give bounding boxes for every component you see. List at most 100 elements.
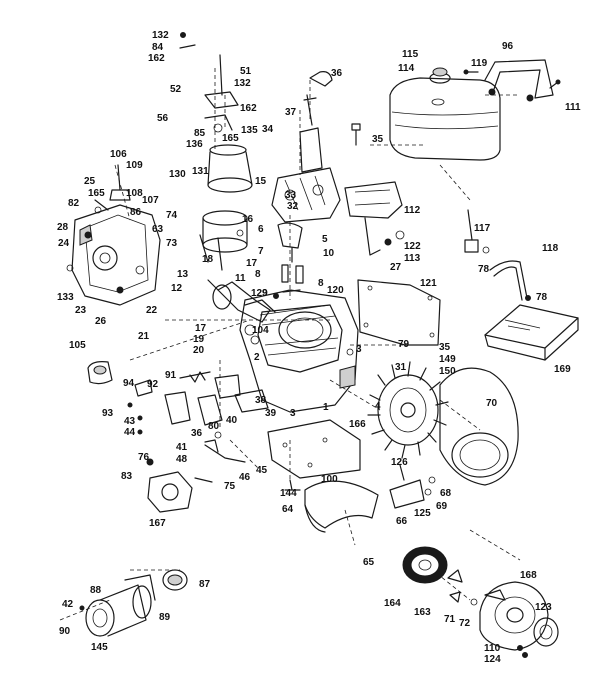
part-number-label: 8	[255, 269, 261, 280]
part-number-label: 112	[404, 205, 421, 216]
part-number-label: 4	[375, 401, 381, 412]
part-number-label: 86	[130, 207, 142, 218]
part-number-label: 9	[262, 288, 268, 299]
part-number-label: 100	[321, 474, 338, 485]
part-number-label: 92	[147, 379, 159, 390]
part-number-label: 52	[170, 84, 182, 95]
part-number-label: 35	[439, 342, 451, 353]
part-number-label: 89	[159, 612, 171, 623]
part-number-label: 38	[255, 395, 267, 406]
part-number-label: 118	[542, 243, 559, 254]
part-number-label: 96	[502, 41, 514, 52]
part-number-label: 121	[420, 278, 437, 289]
part-number-label: 68	[440, 488, 452, 499]
fuel-line-assembly	[344, 181, 531, 301]
part-number-label: 163	[414, 607, 431, 618]
part-number-label: 21	[138, 331, 150, 342]
part-number-label: 126	[391, 457, 408, 468]
part-number-label: 165	[222, 133, 239, 144]
part-number-label: 71	[444, 614, 456, 625]
part-number-label: 69	[436, 501, 448, 512]
part-number-label: 129	[251, 288, 268, 299]
fuel-tank-assembly	[389, 59, 561, 161]
part-number-label: 64	[282, 504, 294, 515]
part-number-label: 130	[169, 169, 186, 180]
part-number-label: 117	[474, 223, 491, 234]
part-number-label: 111	[565, 102, 581, 113]
part-number-label: 123	[535, 602, 552, 613]
part-number-label: 44	[124, 427, 136, 438]
part-number-label: 162	[148, 53, 165, 64]
part-number-label: 145	[91, 642, 108, 653]
part-number-label: 80	[208, 421, 220, 432]
part-number-label: 136	[186, 139, 203, 150]
part-number-label: 82	[68, 198, 80, 209]
part-number-label: 125	[414, 508, 431, 519]
part-number-label: 75	[224, 481, 236, 492]
part-number-label: 12	[171, 283, 183, 294]
part-number-label: 66	[396, 516, 408, 527]
part-number-label: 105	[69, 340, 86, 351]
part-number-label: 28	[57, 222, 69, 233]
part-number-label: 70	[486, 398, 498, 409]
part-number-label: 36	[331, 68, 343, 79]
part-number-label: 17	[246, 258, 258, 269]
part-number-label: 106	[110, 149, 127, 160]
part-number-label: 78	[478, 264, 490, 275]
part-number-label: 43	[124, 416, 136, 427]
part-number-label: 132	[152, 30, 169, 41]
part-number-label: 85	[194, 128, 206, 139]
part-number-label: 166	[349, 419, 366, 430]
part-number-label: 31	[395, 362, 407, 373]
part-number-label: 133	[57, 292, 74, 303]
part-number-label: 11	[235, 273, 246, 284]
part-number-label: 7	[258, 246, 264, 257]
part-number-label: 104	[252, 325, 269, 336]
rewind-starter-assembly	[402, 546, 559, 658]
part-number-label: 79	[398, 339, 410, 350]
part-number-label: 45	[256, 465, 268, 476]
part-number-label: 41	[176, 442, 188, 453]
part-number-label: 34	[262, 124, 274, 135]
part-number-label: 83	[121, 471, 133, 482]
part-number-label: 22	[146, 305, 158, 316]
part-number-label: 135	[241, 125, 258, 136]
part-number-label: 17	[195, 323, 207, 334]
part-number-label: 5	[322, 234, 328, 245]
part-number-label: 27	[390, 262, 402, 273]
part-number-label: 115	[402, 49, 419, 60]
part-number-label: 46	[239, 472, 251, 483]
part-number-label: 74	[166, 210, 178, 221]
part-number-label: 2	[254, 352, 260, 363]
part-number-label: 132	[234, 78, 251, 89]
part-number-label: 87	[199, 579, 211, 590]
part-number-label: 90	[59, 626, 71, 637]
part-number-label: 1	[323, 402, 329, 413]
valves-camshaft-parts	[207, 222, 304, 323]
part-number-label: 8	[318, 278, 324, 289]
flywheel-and-shroud	[367, 361, 519, 486]
cylinder-block	[239, 289, 359, 413]
muffler-assembly	[79, 569, 188, 637]
part-number-label: 88	[90, 585, 102, 596]
part-number-label: 91	[165, 370, 177, 381]
part-number-label: 18	[202, 254, 214, 265]
part-number-label: 120	[327, 285, 344, 296]
part-number-label: 51	[240, 66, 252, 77]
part-number-label: 165	[88, 188, 105, 199]
muffler-deflector	[304, 464, 436, 533]
part-number-label: 94	[123, 378, 135, 389]
shroud-plates	[357, 279, 579, 361]
part-number-label: 3	[290, 408, 296, 419]
part-number-label: 78	[536, 292, 548, 303]
part-number-label: 113	[404, 253, 421, 264]
part-number-label: 26	[95, 316, 107, 327]
part-number-label: 19	[193, 334, 205, 345]
part-number-label: 48	[176, 454, 188, 465]
part-number-label: 93	[102, 408, 114, 419]
part-number-label: 110	[484, 643, 501, 654]
part-number-label: 162	[240, 103, 257, 114]
